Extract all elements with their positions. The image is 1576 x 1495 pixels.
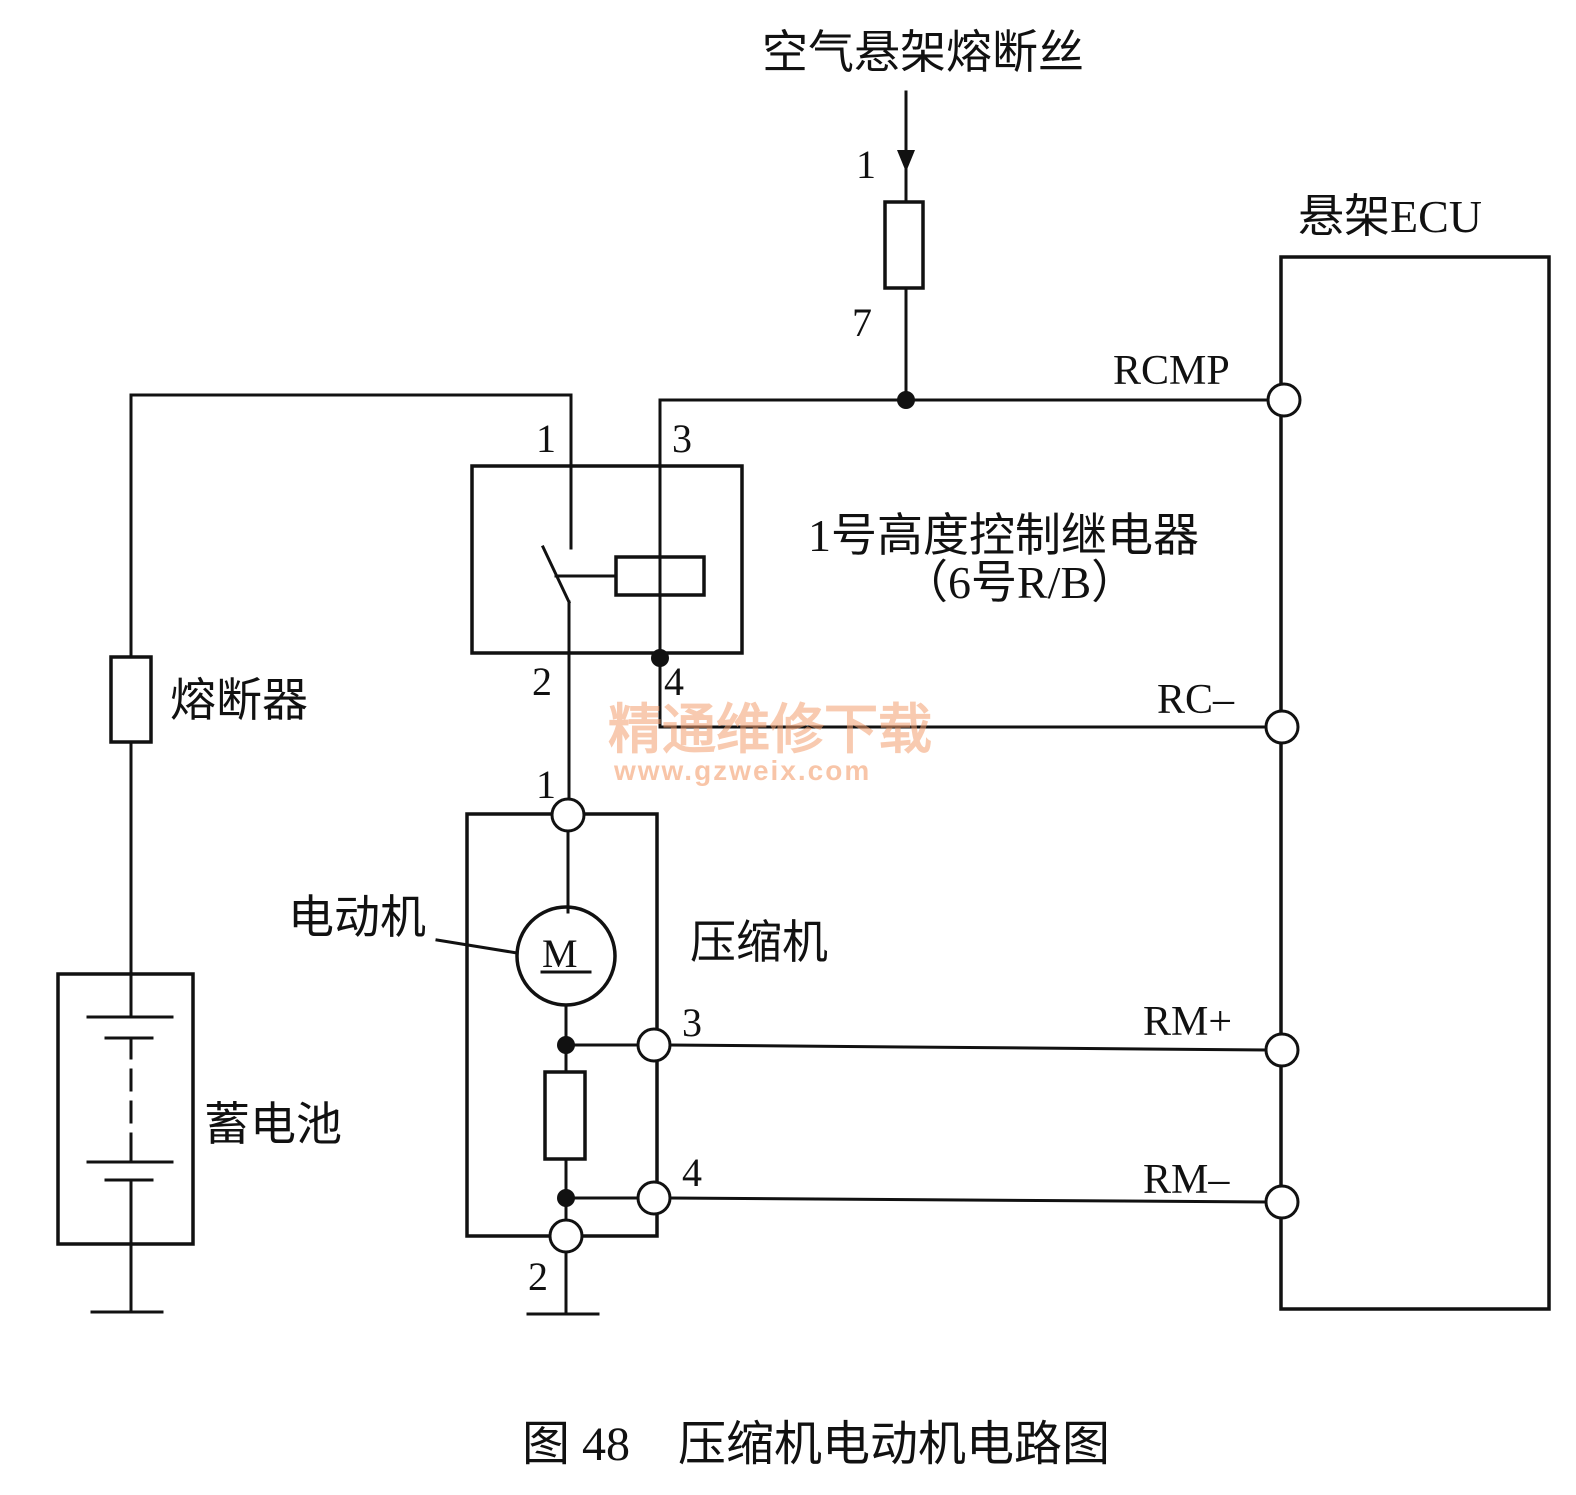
compressor-terminal-3 <box>636 1027 672 1063</box>
battery-box <box>56 972 195 1246</box>
watermark: 精通维修下载 www.gzweix.com <box>608 700 932 786</box>
motor-symbol-letter: M <box>542 931 578 976</box>
air-fuse-symbol <box>883 200 925 290</box>
ecu-box <box>1279 255 1551 1311</box>
watermark-url: www.gzweix.com <box>613 755 871 786</box>
motor-label: 电动机 <box>288 892 426 943</box>
rc-minus-label: RC– <box>1157 677 1235 723</box>
relay-coil <box>614 555 706 597</box>
compressor-pin-1: 1 <box>536 762 556 807</box>
height-control-relay: 1 3 2 4 1号高度控制继电器 （6号R/B） <box>470 393 1199 802</box>
rm-plus-wire <box>668 1043 1268 1052</box>
battery-label: 蓄电池 <box>204 1099 342 1150</box>
rm-minus-terminal <box>1264 1184 1300 1220</box>
relay-location-label: （6号R/B） <box>902 557 1137 608</box>
rm-minus-label: RM– <box>1143 1157 1230 1203</box>
compressor-box <box>465 812 659 1238</box>
fuse-symbol <box>109 655 153 744</box>
compressor-terminal-4 <box>636 1180 672 1216</box>
relay-pin-1: 1 <box>536 416 556 461</box>
compressor-pin-3: 3 <box>682 1000 702 1045</box>
air-suspension-fuse-label: 空气悬架熔断丝 <box>762 27 1084 78</box>
relay-pin-3: 3 <box>672 416 692 461</box>
compressor: 1 M 电动机 压缩机 3 4 2 <box>288 762 828 1316</box>
fuse-label: 熔断器 <box>170 675 308 726</box>
compressor-terminal-1 <box>550 797 586 833</box>
rm-lines <box>668 1043 1268 1204</box>
rm-plus-terminal <box>1264 1032 1300 1068</box>
compressor-terminal-2 <box>548 1218 584 1254</box>
compressor-label: 压缩机 <box>690 917 828 968</box>
compressor-pin-2: 2 <box>528 1254 548 1299</box>
rm-plus-label: RM+ <box>1143 999 1232 1045</box>
relay-box <box>470 464 744 655</box>
rcmp-junction <box>897 391 915 409</box>
suspension-ecu: 悬架ECU RCMP RC– RM+ RM– <box>1113 191 1551 1311</box>
compressor-resistor <box>543 1070 587 1161</box>
air-suspension-fuse: 空气悬架熔断丝 1 7 <box>762 27 1084 402</box>
rc-minus-terminal <box>1264 709 1300 745</box>
relay-name-label: 1号高度控制继电器 <box>808 510 1199 561</box>
watermark-title: 精通维修下载 <box>608 700 932 760</box>
battery-branch: 熔断器 蓄电池 <box>56 393 573 1314</box>
air-fuse-pin-1: 1 <box>856 142 876 187</box>
motor-leader-line <box>435 938 519 955</box>
relay-pin-4: 4 <box>664 659 684 704</box>
rcmp-line <box>658 391 1270 660</box>
feed-arrow-icon <box>897 150 915 172</box>
air-fuse-pin-7: 7 <box>852 300 872 345</box>
rcmp-label: RCMP <box>1113 348 1230 394</box>
rcmp-terminal <box>1266 382 1302 418</box>
figure-caption: 图 48 压缩机电动机电路图 <box>522 1418 1110 1471</box>
rc-minus-line <box>658 656 1268 729</box>
rm-minus-wire <box>668 1196 1268 1204</box>
ecu-label: 悬架ECU <box>1298 191 1482 242</box>
compressor-pin-4: 4 <box>682 1150 702 1195</box>
relay-pin-2: 2 <box>532 659 552 704</box>
